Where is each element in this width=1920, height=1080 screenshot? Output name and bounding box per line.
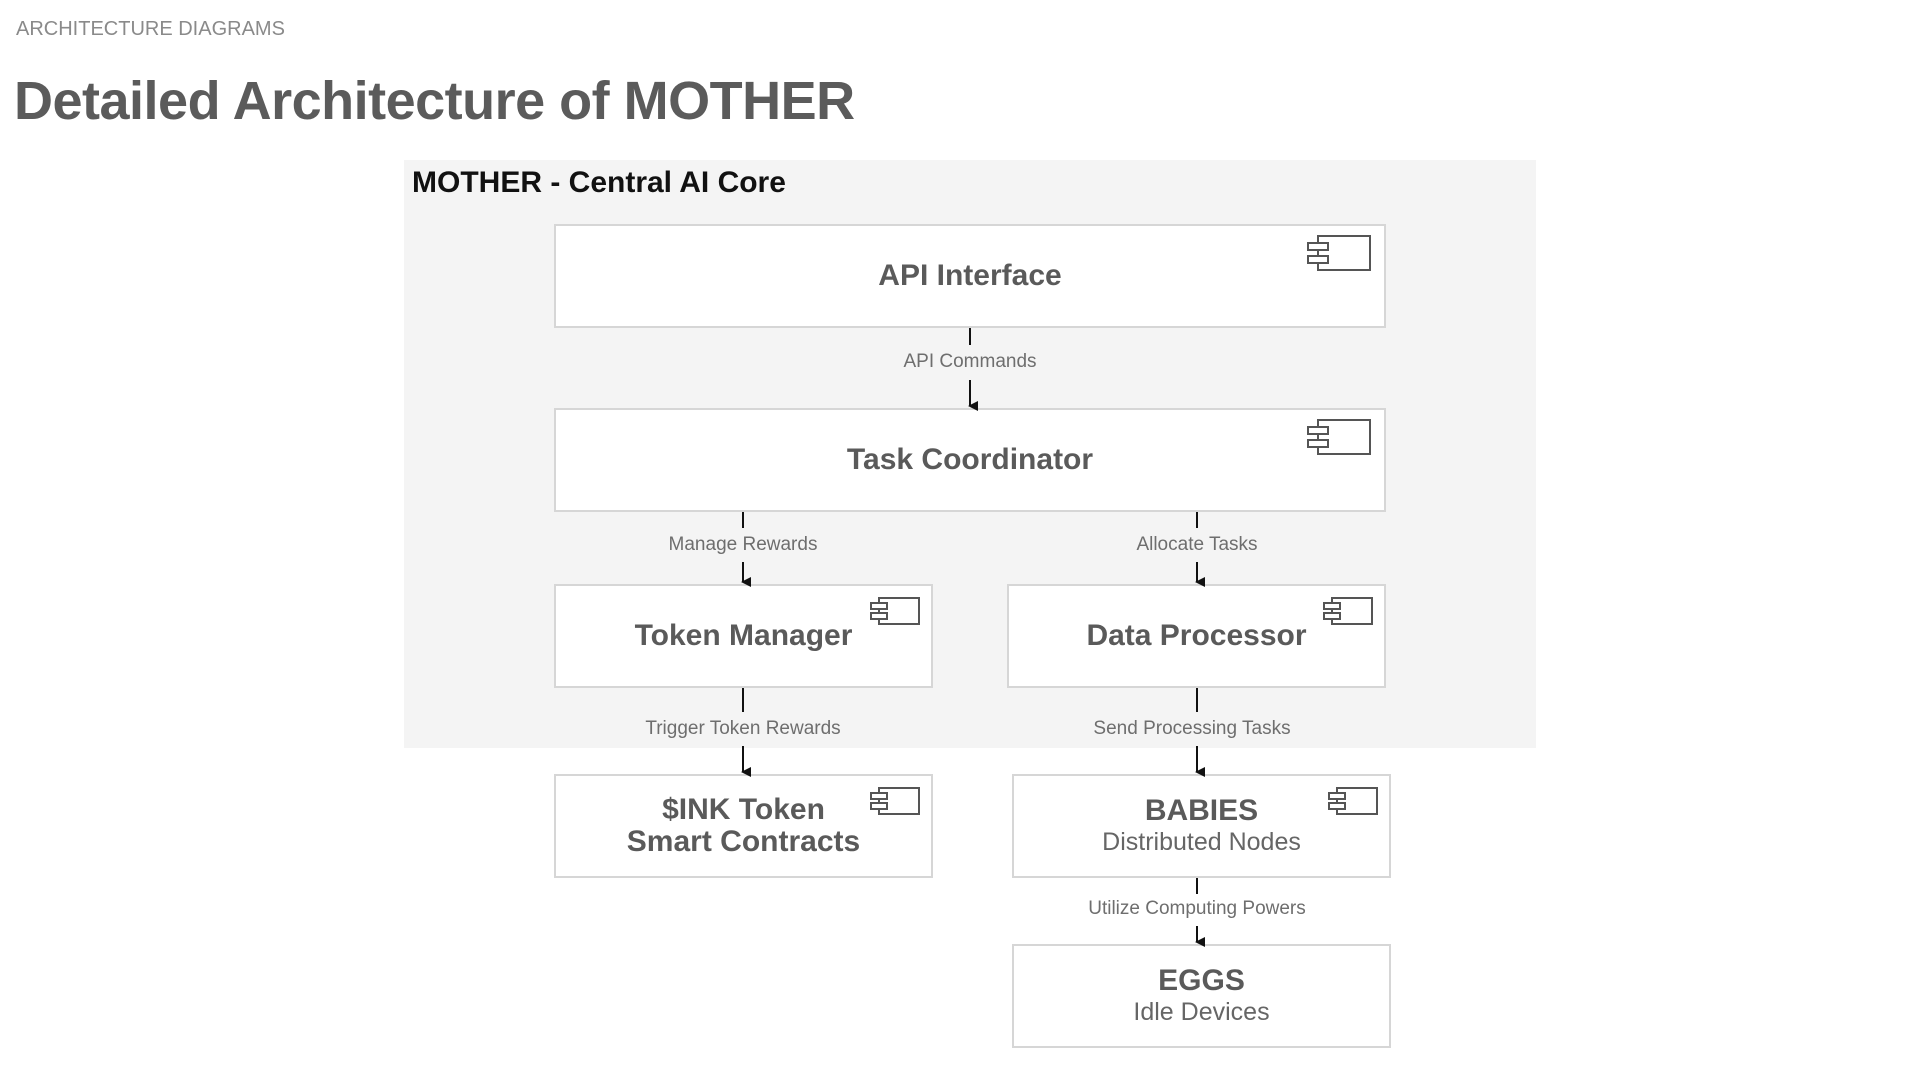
smart-contracts-label: Smart Contracts [626,825,861,858]
eggs-label: EGGS [1158,964,1245,997]
edge-label-manage-rewards: Manage Rewards [668,534,818,555]
uml-component-icon [870,787,920,815]
core-group-title: MOTHER - Central AI Core [412,166,786,199]
eggs-box[interactable]: EGGS Idle Devices [1012,944,1391,1048]
uml-component-icon [1307,419,1371,455]
page-title: Detailed Architecture of MOTHER [14,71,855,131]
babies-label: BABIES [1144,794,1259,827]
uml-component-icon [1328,787,1378,815]
eggs-sublabel: Idle Devices [1133,998,1270,1026]
edge-label-api-commands: API Commands [903,351,1037,372]
ink-token-box[interactable]: $INK Token Smart Contracts [554,774,933,878]
api-interface-label: API Interface [878,259,1062,292]
section-label: ARCHITECTURE DIAGRAMS [16,18,285,40]
api-interface-box[interactable]: API Interface [554,224,1386,328]
babies-sublabel: Distributed Nodes [1102,828,1301,856]
babies-box[interactable]: BABIES Distributed Nodes [1012,774,1391,878]
uml-component-icon [870,597,920,625]
task-coordinator-label: Task Coordinator [846,443,1094,476]
uml-component-icon [1307,235,1371,271]
ink-token-label: $INK Token [662,793,825,826]
edge-label-trigger-token-rewards: Trigger Token Rewards [645,718,841,739]
edge-label-utilize-computing-powers: Utilize Computing Powers [1088,898,1306,919]
data-processor-label: Data Processor [1086,619,1307,652]
uml-component-icon [1323,597,1373,625]
edge-label-send-processing-tasks: Send Processing Tasks [1093,718,1291,739]
token-manager-box[interactable]: Token Manager [554,584,933,688]
edge-label-allocate-tasks: Allocate Tasks [1136,534,1258,555]
token-manager-label: Token Manager [634,619,853,652]
data-processor-box[interactable]: Data Processor [1007,584,1386,688]
task-coordinator-box[interactable]: Task Coordinator [554,408,1386,512]
